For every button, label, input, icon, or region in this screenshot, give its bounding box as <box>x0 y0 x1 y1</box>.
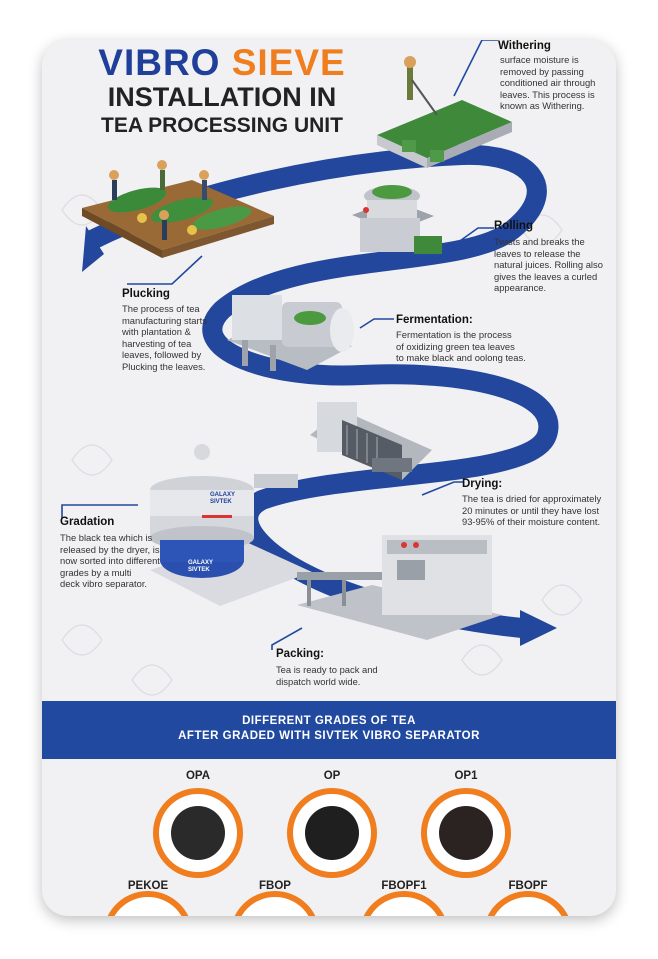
gradation-label: Gradation <box>60 516 115 528</box>
desc-line: with plantation & <box>122 326 191 338</box>
drying-machine-illustration <box>310 402 432 480</box>
plucking-label: Plucking <box>122 288 170 300</box>
drying-description: The tea is dried for approximately 20 mi… <box>462 493 601 528</box>
desc-line: conditioned air through <box>500 77 596 89</box>
fermentation-label: Fermentation: <box>396 314 473 326</box>
desc-line: The tea is dried for approximately <box>462 493 602 504</box>
plantation-illustration <box>82 160 274 258</box>
desc-line: natural juices. Rolling also <box>494 259 603 271</box>
withering-illustration <box>377 56 512 168</box>
desc-line: surface moisture is <box>500 54 579 65</box>
grade-name-opa: OPA <box>185 770 211 782</box>
process-road <box>87 144 559 638</box>
title-line-2: INSTALLATION IN <box>107 82 337 112</box>
desc-line: Plucking the leaves. <box>122 360 206 372</box>
desc-line: leaves to release the <box>494 247 581 259</box>
packing-label: Packing: <box>276 648 324 660</box>
desc-line: released by the dryer, is <box>60 543 160 555</box>
desc-line: known as Withering. <box>500 100 585 112</box>
grade-circles <box>107 788 569 916</box>
fermentation-machine-illustration <box>227 295 354 371</box>
grades-banner-line-1: DIFFERENT GRADES OF TEA <box>242 715 416 727</box>
infographic-card: VIBRO SIEVE INSTALLATION IN TEA PROCESSI… <box>42 40 616 916</box>
rolling-label: Rolling <box>494 220 533 232</box>
desc-line: of oxidizing green tea leaves <box>396 340 515 352</box>
rolling-description: Twists and breaks the leaves to release … <box>494 236 603 294</box>
desc-line: manufacturing starts <box>122 314 207 326</box>
packing-description: Tea is ready to pack and dispatch world … <box>276 664 378 687</box>
gradation-description: The black tea which is released by the d… <box>60 532 160 590</box>
desc-line: gives the leaves a curled <box>494 270 598 282</box>
desc-line: The black tea which is <box>60 532 153 543</box>
grade-name-fbop: FBOP <box>259 880 291 892</box>
desc-line: appearance. <box>494 282 547 294</box>
sieve-base-brand-label: GALAXY SIVTEK <box>188 560 213 573</box>
vibro-sieve-illustration <box>150 444 312 606</box>
road-end-arrow <box>520 610 557 646</box>
desc-line: 93-95% of their moisture content. <box>462 516 601 528</box>
plucking-description: The process of tea manufacturing starts … <box>122 303 207 373</box>
grades-banner: DIFFERENT GRADES OF TEA AFTER GRADED WIT… <box>42 701 616 759</box>
desc-line: Fermentation is the process <box>396 329 512 340</box>
desc-line: grades by a multi <box>60 566 132 578</box>
desc-line: harvesting of tea <box>122 337 192 349</box>
withering-label: Withering <box>498 40 551 52</box>
desc-line: Twists and breaks the <box>494 236 585 247</box>
desc-line: The process of tea <box>122 303 200 314</box>
packing-machine-illustration <box>297 535 502 640</box>
desc-line: now sorted into different <box>60 555 160 567</box>
title-line-3: TEA PROCESSING UNIT <box>101 114 343 137</box>
connector-lines <box>61 40 498 650</box>
desc-line: to make black and oolong teas. <box>396 352 526 364</box>
grade-name-fbopf: FBOPF <box>508 880 548 892</box>
desc-line: 20 minutes or until they have lost <box>462 504 600 516</box>
grade-name-pekoe: PEKOE <box>127 880 169 892</box>
grade-name-fbopf1: FBOPF1 <box>381 880 427 892</box>
page-title: VIBRO SIEVE <box>42 42 402 84</box>
desc-line: leaves, followed by <box>122 349 202 361</box>
road-start-arrow <box>82 226 104 272</box>
grades-banner-line-2: AFTER GRADED WITH SIVTEK VIBRO SEPARATOR <box>178 730 480 742</box>
drying-label: Drying: <box>462 478 503 490</box>
sieve-brand-label: GALAXY SIVTEK <box>210 492 235 505</box>
grade-name-op: OP <box>323 770 341 782</box>
desc-line: deck vibro separator. <box>60 578 148 590</box>
desc-line: removed by passing <box>500 65 584 77</box>
title-word-vibro: VIBRO <box>98 42 221 83</box>
withering-description: surface moisture is removed by passing c… <box>500 54 595 112</box>
desc-line: leaves. This process is <box>500 88 595 100</box>
desc-line: dispatch world wide. <box>276 675 361 687</box>
fermentation-description: Fermentation is the process of oxidizing… <box>396 329 526 364</box>
desc-line: Tea is ready to pack and <box>276 664 378 675</box>
process-artwork <box>61 40 583 916</box>
rolling-machine-illustration <box>352 185 442 254</box>
title-word-sieve: SIEVE <box>231 42 346 83</box>
grade-name-op1: OP1 <box>454 770 478 782</box>
